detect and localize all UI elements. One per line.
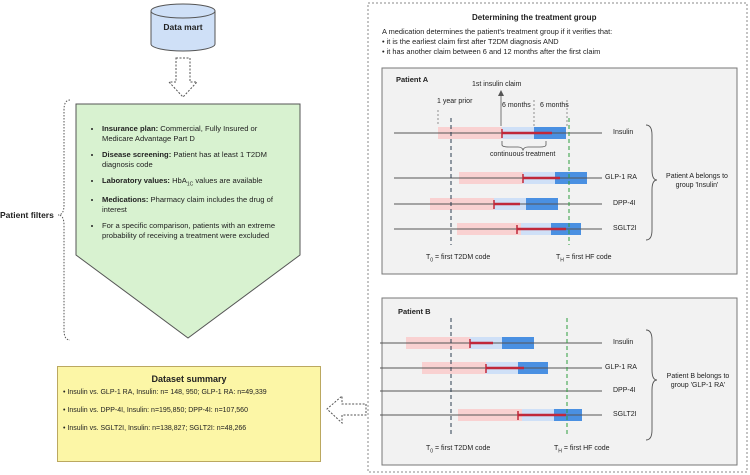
patient-b-title: Patient B: [398, 307, 431, 316]
patient-b-drug-sglt2: SGLT2I: [613, 411, 637, 418]
six-months-label-1: 6 months: [502, 102, 531, 109]
patient-a-box: [381, 67, 738, 275]
continuous-treatment-label: continuous treatment: [490, 151, 556, 158]
treatment-criteria: A medication determines the patient's tr…: [382, 27, 742, 57]
patient-a-th-label: TH = first HF code: [556, 254, 612, 264]
patient-b-box: [381, 297, 738, 466]
criteria-intro: A medication determines the patient's tr…: [382, 27, 613, 36]
arrow-down-icon: [167, 57, 199, 98]
patient-a-drug-glp1: GLP-1 RA: [605, 174, 637, 181]
filter-disease: Disease screening: Patient has at least …: [102, 150, 290, 170]
one-year-prior-label: 1 year prior: [437, 98, 473, 105]
arrow-left-icon: [326, 394, 367, 425]
dataset-summary: Dataset summary Insulin vs. GLP-1 RA, In…: [57, 366, 321, 462]
filter-insurance: Insurance plan: Commercial, Fully Insure…: [102, 124, 290, 144]
patient-a-group-note: Patient A belongs to group 'Insulin': [666, 173, 728, 189]
patient-a-title: Patient A: [396, 75, 429, 84]
patient-b-t0-label: T0 = first T2DM code: [426, 445, 491, 455]
patient-b-drug-insulin: Insulin: [613, 339, 634, 346]
criteria-item: it is the earliest claim first after T2D…: [382, 37, 742, 47]
filters-funnel: [75, 103, 301, 339]
filters-brace: [57, 99, 71, 341]
datamart-cylinder: [150, 3, 216, 52]
datamart-label: Data mart: [163, 22, 203, 32]
patient-a-drug-dpp4: DPP-4I: [613, 200, 636, 207]
patient-filters-label: Patient filters: [0, 210, 54, 220]
treatment-group-title: Determining the treatment group: [472, 13, 597, 22]
patient-b-timelines: [380, 318, 658, 441]
patient-b-drug-dpp4: DPP-4I: [613, 387, 636, 394]
patient-a-drug-insulin: Insulin: [613, 129, 634, 136]
summary-item: Insulin vs. SGLT2I, Insulin: n=138,827; …: [63, 425, 320, 432]
patient-b-th-label: TH = first HF code: [554, 445, 610, 455]
filter-extreme: For a specific comparison, patients with…: [102, 221, 290, 241]
filter-lab: Laboratory values: HbA1C values are avai…: [102, 176, 290, 190]
summary-title: Dataset summary: [151, 374, 227, 384]
patient-b-drug-glp1: GLP-1 RA: [605, 364, 637, 371]
patient-b-group-note: Patient B belongs to group 'GLP-1 RA': [666, 373, 730, 389]
patient-a-timelines: [394, 90, 658, 245]
filters-list: Insurance plan: Commercial, Fully Insure…: [94, 124, 290, 247]
treatment-panel: [367, 2, 748, 473]
first-insulin-claim-label: 1st insulin claim: [472, 81, 522, 88]
filter-medications: Medications: Pharmacy claim includes the…: [102, 195, 290, 215]
patient-a-t0-label: T0 = first T2DM code: [426, 254, 491, 264]
summary-item: Insulin vs. GLP-1 RA, Insulin: n= 148, 9…: [63, 389, 320, 396]
summary-item: Insulin vs. DPP-4I, Insulin: n=195,850; …: [63, 407, 320, 414]
criteria-item: it has another claim between 6 and 12 mo…: [382, 47, 742, 57]
patient-a-drug-sglt2: SGLT2I: [613, 225, 637, 232]
six-months-label-2: 6 months: [540, 102, 569, 109]
